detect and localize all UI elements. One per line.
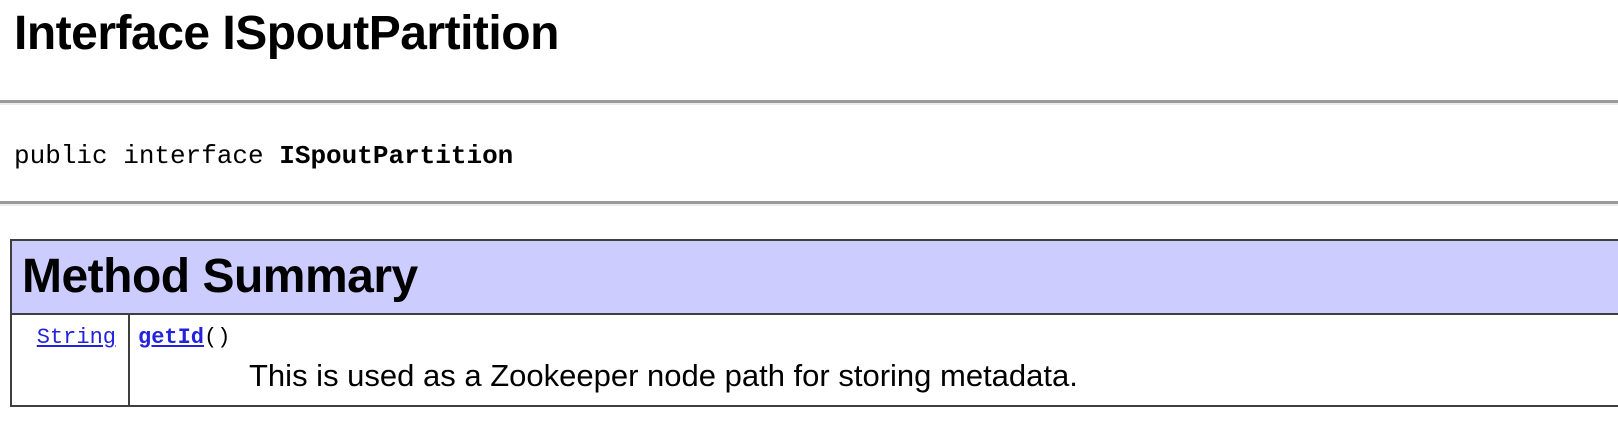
- method-summary-heading-row: Method Summary: [10, 239, 1618, 315]
- declaration-interface-name: ISpoutPartition: [279, 141, 514, 171]
- separator-top: [0, 100, 1618, 105]
- method-signature-suffix: (): [204, 325, 231, 350]
- method-signature: getId(): [138, 323, 1618, 353]
- declaration-modifiers: public interface: [14, 141, 280, 171]
- method-summary-table: Method Summary String getId() This is us…: [10, 239, 1618, 407]
- method-cell: getId() This is used as a Zookeeper node…: [128, 313, 1618, 407]
- return-type-link[interactable]: String: [36, 325, 116, 350]
- method-summary-section: Method Summary String getId() This is us…: [10, 239, 1618, 407]
- method-summary-heading: Method Summary: [10, 239, 1618, 315]
- interface-declaration: public interface ISpoutPartition: [14, 141, 1604, 171]
- method-link-getid[interactable]: getId: [138, 325, 205, 350]
- page-title: Interface ISpoutPartition: [14, 7, 559, 60]
- method-description: This is used as a Zookeeper node path fo…: [249, 358, 1078, 393]
- return-type-cell: String: [10, 313, 130, 407]
- table-row: String getId() This is used as a Zookeep…: [10, 313, 1618, 407]
- separator-bottom: [0, 201, 1618, 206]
